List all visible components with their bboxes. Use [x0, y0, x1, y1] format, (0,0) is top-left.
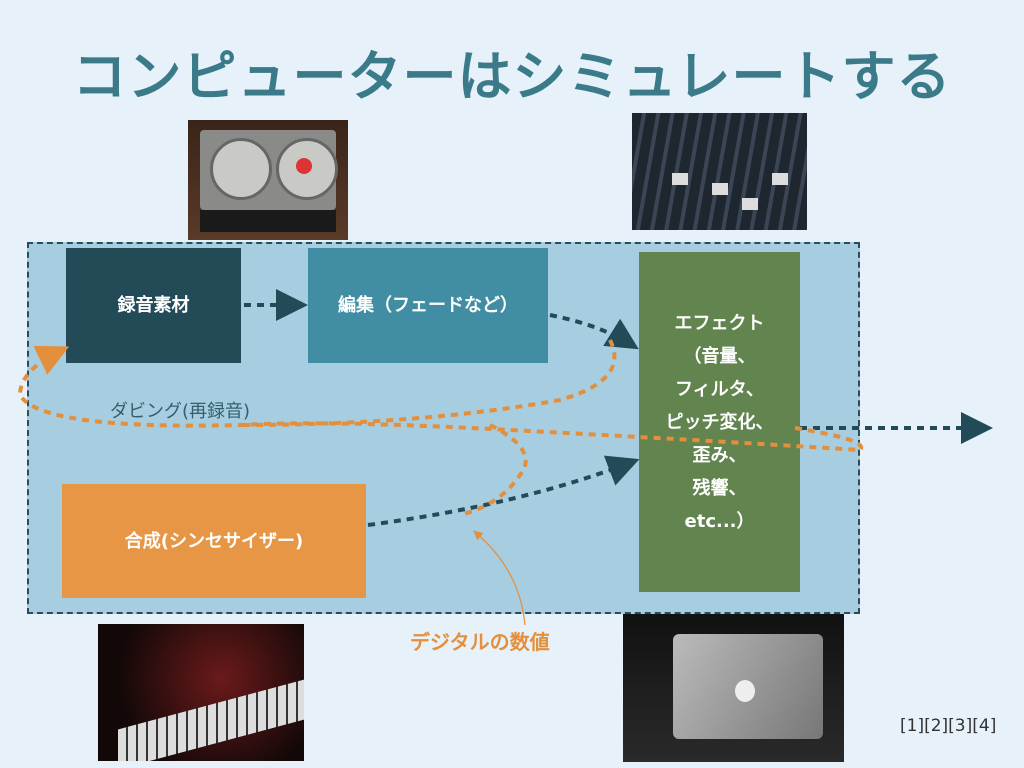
tape-recorder-photo	[188, 120, 348, 240]
laptop-photo	[623, 614, 844, 762]
arrow-synth-to-effects	[367, 455, 640, 527]
dubbing-label: ダビング(再録音)	[110, 401, 251, 422]
digital-values-label: デジタルの数値	[410, 630, 550, 654]
synthesis-box: 合成(シンセサイザー)	[62, 484, 366, 598]
dubbing-loop-upper	[239, 339, 617, 427]
editing-box: 編集（フェードなど）	[308, 248, 548, 363]
dubbing-loop-lower	[459, 423, 528, 517]
recording-box: 録音素材	[66, 248, 241, 363]
effects-box: エフェクト （音量、 フィルタ、 ピッチ変化、 歪み、 残響、 etc...）	[639, 252, 800, 592]
citations: [1][2][3][4]	[900, 716, 997, 736]
arrow-edit-to-effects	[549, 313, 639, 350]
apple-logo-icon	[735, 680, 755, 702]
keyboard-photo	[98, 624, 304, 761]
mixing-console-photo	[632, 113, 807, 230]
dubbing-loop	[17, 345, 864, 453]
slide-title: コンピューターはシミュレートする	[72, 45, 952, 108]
digital-pointer-arrow	[473, 530, 526, 626]
